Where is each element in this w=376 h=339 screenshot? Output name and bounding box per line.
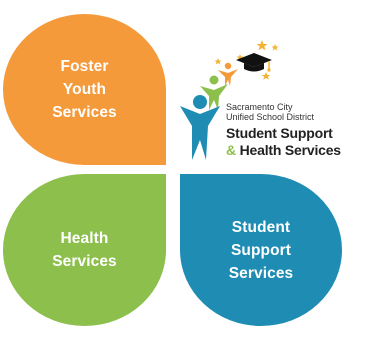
student-support-services-petal[interactable]: Student Support Services — [180, 174, 342, 326]
health-services-petal[interactable]: Health Services — [3, 174, 166, 326]
person-figure-icon — [180, 62, 238, 160]
star-icon — [214, 40, 279, 80]
district-logo: Sacramento City Unified School District … — [178, 36, 374, 166]
department-name-line-2-rest: Health Services — [235, 142, 341, 158]
graduation-cap-icon — [236, 53, 272, 72]
student-support-services-label: Student Support Services — [228, 218, 294, 282]
foster-youth-services-label: Foster Youth Services — [52, 58, 117, 121]
department-name-line-1: Student Support — [226, 125, 333, 141]
ampersand: & — [226, 142, 236, 158]
district-name-line-1: Sacramento City — [226, 102, 293, 112]
foster-youth-services-petal[interactable]: Foster Youth Services — [3, 14, 166, 165]
department-name-line-2: & Health Services — [226, 142, 341, 158]
health-services-label: Health Services — [52, 230, 117, 270]
district-name-line-2: Unified School District — [226, 112, 315, 122]
